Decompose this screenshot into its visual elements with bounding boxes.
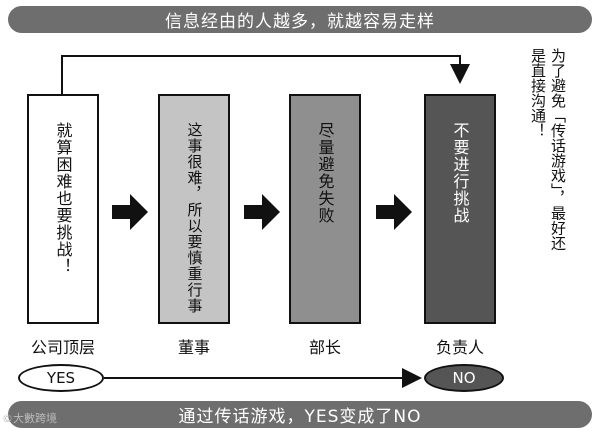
title-text: 信息经由的人越多，就越容易走样	[165, 12, 435, 32]
box-department-head-text: 尽量避免失败	[315, 122, 335, 224]
title-banner: 信息经由的人越多，就越容易走样	[8, 6, 592, 33]
box-person-in-charge-text: 不要进行挑战	[450, 122, 470, 224]
yes-oval: YES	[18, 364, 104, 392]
label-company-top: 公司顶层	[30, 338, 95, 357]
footer-banner: 通过传话游戏，YES变成了NO	[8, 401, 592, 428]
yes-label: YES	[46, 369, 76, 387]
footer-text: 通过传话游戏，YES变成了NO	[178, 407, 422, 427]
arrow-3-to-4	[376, 194, 412, 230]
watermark: ©大數跨境	[2, 412, 57, 425]
label-department-head: 部长	[308, 338, 341, 357]
box-department-head: 尽量避免失败	[289, 94, 361, 324]
box-director-text: 这事很难，所以要慎重行事	[185, 122, 204, 314]
direct-communication-line	[61, 55, 470, 94]
arrow-2-to-3	[244, 194, 280, 230]
arrow-1-to-2	[112, 194, 148, 230]
side-note: 为了避免「传话游戏」，最好还是直接沟通！	[529, 48, 567, 251]
label-person-in-charge: 负责人	[435, 338, 484, 357]
box-person-in-charge: 不要进行挑战	[424, 94, 496, 324]
no-oval: NO	[424, 364, 504, 392]
box-company-top-text: 就算困难也要挑战！	[53, 122, 73, 275]
label-director: 董事	[177, 338, 210, 357]
box-company-top: 就算困难也要挑战！	[27, 94, 99, 324]
no-label: NO	[452, 369, 476, 387]
box-director: 这事很难，所以要慎重行事	[158, 94, 230, 324]
